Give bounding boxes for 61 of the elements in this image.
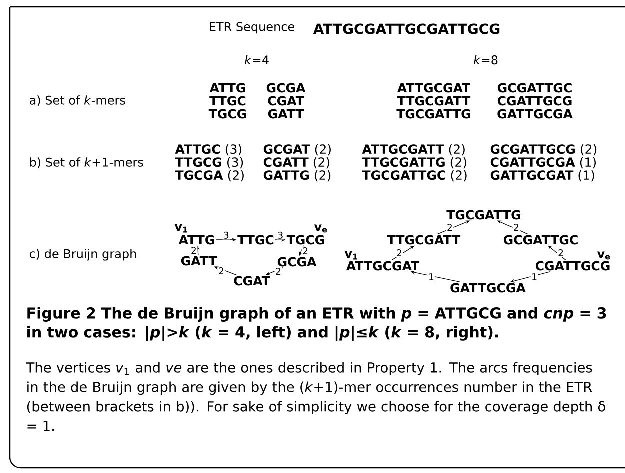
- vertex-label: TTGCGATT: [387, 235, 461, 245]
- sequence-text: GATT: [268, 109, 304, 119]
- row-label: c) de Bruijn graph: [30, 249, 136, 261]
- edge-label: 2: [303, 248, 308, 254]
- edge-label: 2: [397, 250, 402, 256]
- sequence-text: ATTGC (3): [175, 144, 242, 156]
- vertex-marker: v$_{1}$: [174, 224, 188, 233]
- edge-label: 3: [278, 232, 283, 239]
- sequence-text: ATTGCGATT (2): [362, 144, 465, 156]
- sequence-text: ATTGCGAT: [397, 83, 470, 93]
- sequence-text: CGATTGCGA (1): [490, 157, 596, 169]
- vertex-label: GATTGCGA: [450, 283, 526, 293]
- sequence-text: CGAT: [268, 96, 304, 106]
- sequence-text: TTGCG (3): [175, 157, 244, 169]
- edge-label: 2: [219, 268, 224, 274]
- vertex-marker: v$_{e}$: [314, 224, 328, 233]
- vertex-label: CGATTGCG: [536, 261, 610, 271]
- edge-label: 2: [192, 247, 196, 254]
- sequence-text: CGATT (2): [264, 157, 330, 169]
- row-label: b) Set of k+1-mers: [30, 158, 144, 168]
- sequence-text: TGCG: [208, 109, 246, 119]
- sequence-text: GCGATTGC: [498, 83, 572, 93]
- vertex-label: TGCG: [286, 235, 324, 245]
- heading-label: k=8: [474, 55, 498, 65]
- sequence-heading: ATTGCGATTGCGATTGCG: [313, 24, 500, 34]
- sequence-heading: ETR Sequence: [210, 22, 294, 34]
- vertex-label: GATT: [181, 256, 218, 266]
- vertex-marker: v$_{1}$: [344, 251, 358, 260]
- edge-label: 1: [532, 274, 537, 280]
- sequence-text: TGCGATTGC (2): [362, 170, 467, 182]
- vertex-label: TGCGATTG: [446, 210, 520, 220]
- vertex-label: TTGC: [238, 235, 274, 245]
- edge-label: 3: [224, 232, 229, 239]
- heading-label: k=4: [244, 55, 269, 65]
- row-label: a) Set of k-mers: [30, 96, 126, 106]
- edge-label: 2: [276, 268, 281, 275]
- vertex-label: CGAT: [234, 276, 270, 286]
- vertex-label: ATTG: [178, 235, 214, 245]
- edge-label: 2: [558, 250, 564, 256]
- sequence-text: ATTG: [210, 83, 246, 93]
- sequence-text: TGCGA (2): [175, 170, 244, 182]
- vertex-label: ATTGCGAT: [346, 261, 420, 271]
- sequence-text: GCGA: [266, 83, 306, 93]
- sequence-text: CGATTGCG: [498, 96, 572, 106]
- sequence-text: TTGCGATT: [397, 96, 471, 106]
- sequence-text: GCGATTGCG (2): [490, 144, 597, 156]
- sequence-text: TGCGATTG: [396, 109, 470, 119]
- edge-label: 2: [448, 224, 452, 231]
- sequence-text: GATTGCGAT (1): [490, 170, 594, 182]
- sequence-text: TTGCGATTG (2): [362, 157, 466, 169]
- caption-text: The vertices v$_{1}$ and ve are the ones described in Property 1. The arcs frequencies in the de Bruijn graph are given by the (k+1)-mer occurrences number in the ETR (between brackets in b)). For sake of simplicity we choose for the coverage depth δ = 1.: [26, 362, 606, 432]
- sequence-text: GATTGCGA: [498, 109, 573, 119]
- vertex-label: GCGATTGC: [504, 235, 578, 245]
- figure-title: Figure 2 The de Bruijn graph of an ETR with p = ATTGCG and cnp = 3 in two cases: |p|>k (k = 4, left) and |p|≤k (k = 8, right).: [28, 307, 606, 342]
- edge-label: 2: [514, 224, 519, 231]
- edge-label: 1: [430, 274, 434, 280]
- sequence-text: TTGC: [210, 96, 246, 106]
- vertex-marker: v$_{e}$: [597, 252, 610, 260]
- vertex-label: GCGA: [278, 257, 317, 267]
- sequence-text: GCGAT (2): [264, 144, 331, 156]
- sequence-text: GATTG (2): [264, 170, 331, 182]
